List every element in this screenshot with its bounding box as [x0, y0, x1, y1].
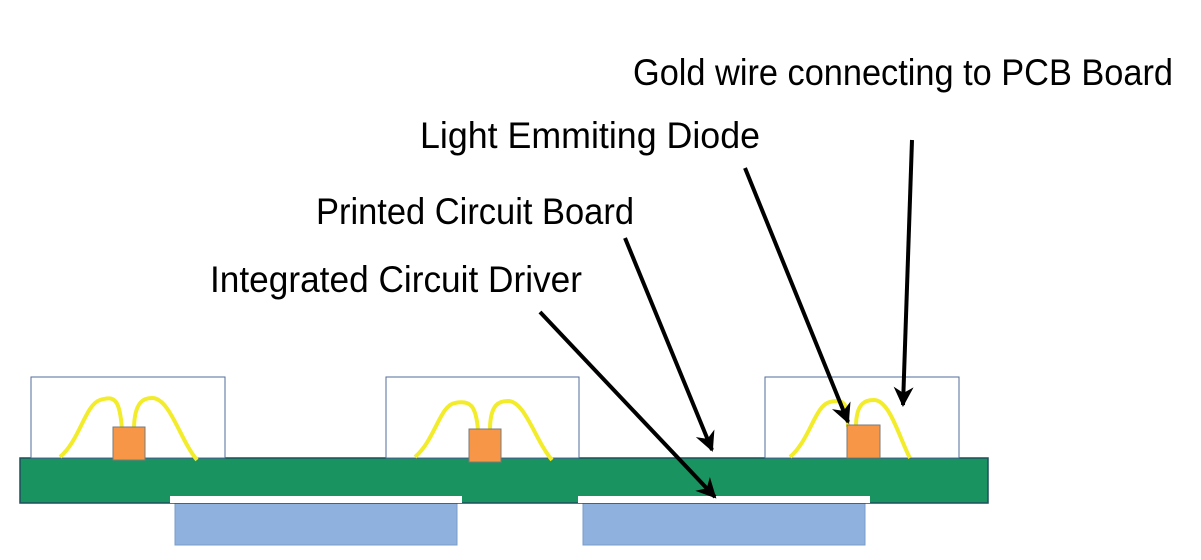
pcb-notch: [170, 496, 462, 503]
led-package-3: [764, 376, 960, 459]
label-pcb: Printed Circuit Board: [316, 191, 634, 232]
ic-driver-2: [582, 502, 866, 546]
arrow-pcb: [623, 237, 715, 452]
label-ic-driver: Integrated Circuit Driver: [210, 259, 582, 300]
label-led: Light Emmiting Diode: [420, 115, 760, 156]
arrow-led: [743, 167, 851, 424]
label-gold-wire: Gold wire connecting to PCB Board: [633, 52, 1173, 93]
arrow-gold-wire: [893, 139, 914, 407]
arrow-ic-driver: [538, 310, 717, 499]
led-package-2: [385, 376, 580, 463]
led-package-1: [30, 376, 226, 462]
led-chip: [112, 426, 146, 461]
led-chip: [468, 428, 502, 463]
ic-driver-1: [174, 502, 458, 546]
pcb-notch: [578, 496, 870, 503]
led-chip: [846, 424, 881, 459]
